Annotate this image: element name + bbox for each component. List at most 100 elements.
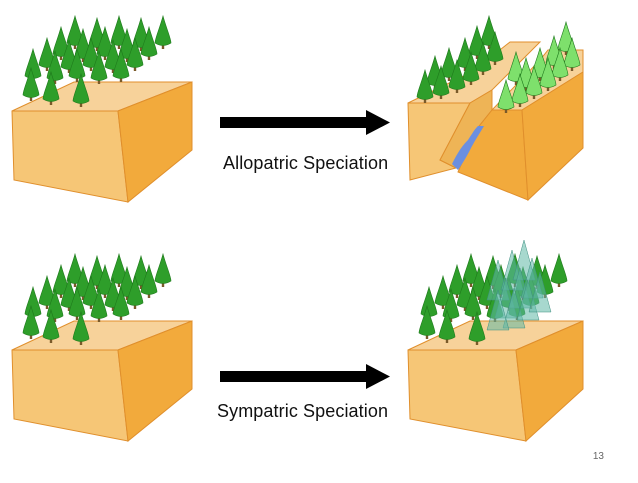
sympatric-caption: Sympatric Speciation [217, 401, 389, 421]
new-population-overlay [486, 239, 552, 331]
arrow-shaft [220, 117, 368, 128]
tree-trunk [117, 282, 121, 287]
tree-trunk [481, 70, 485, 75]
tree-icon [112, 285, 130, 317]
tree-icon [462, 50, 480, 82]
block-front-right [117, 81, 193, 203]
page-number: 13 [592, 451, 604, 462]
allopatric-caption: Allopatric Speciation [223, 153, 389, 173]
tree-icon [154, 14, 172, 46]
tree-trunk [469, 282, 473, 287]
tree-trunk [111, 306, 115, 311]
tree-trunk [423, 98, 427, 103]
forest [22, 14, 172, 107]
tree-trunk [441, 304, 445, 309]
tree-trunk [546, 86, 550, 91]
tree-trunk [514, 80, 518, 85]
tree-icon [432, 64, 450, 96]
tree-icon [126, 274, 144, 306]
tree-icon [110, 252, 128, 284]
arrow-head [366, 364, 390, 389]
tree-icon [140, 263, 158, 295]
tree-trunk [449, 317, 453, 322]
tree-icon [68, 285, 86, 317]
tree-icon [42, 308, 60, 340]
tree-trunk [455, 293, 459, 298]
tree-icon [90, 49, 108, 81]
forest-right [497, 20, 581, 113]
arrow-shaft [220, 371, 368, 382]
tree-trunk [59, 55, 63, 60]
tree-icon [448, 263, 466, 295]
tree-trunk [89, 66, 93, 71]
tree-icon [52, 25, 70, 57]
tree-icon [126, 36, 144, 68]
tree-icon [22, 304, 40, 336]
tree-trunk [439, 94, 443, 99]
tree-trunk [161, 44, 165, 49]
arrow-head [366, 110, 390, 135]
tree-icon [68, 47, 86, 79]
block-front-right [117, 320, 193, 442]
tree-icon [140, 25, 158, 57]
tree-icon [438, 308, 456, 340]
tree-icon [96, 263, 114, 295]
block-side-right [521, 71, 584, 202]
tree-trunk [139, 46, 143, 51]
tree-trunk [125, 295, 129, 300]
tree-trunk [147, 55, 151, 60]
tree-trunk [463, 306, 467, 311]
tree-trunk [97, 79, 101, 84]
tree-icon [464, 285, 482, 317]
allopatric-after-block [407, 14, 584, 202]
block-front-right [515, 320, 584, 443]
tree-trunk [103, 293, 107, 298]
arrow-allopatric [220, 110, 390, 135]
tree-trunk [455, 88, 459, 93]
tree-icon [52, 263, 70, 295]
tree-trunk [29, 96, 33, 101]
tree-trunk [445, 338, 449, 343]
tree-trunk [125, 57, 129, 62]
sympatric-after-block [407, 239, 584, 443]
block-front-left [407, 349, 527, 442]
tree-trunk [79, 340, 83, 345]
tree-trunk [518, 102, 522, 107]
tree-trunk [133, 304, 137, 309]
tree-trunk [49, 100, 53, 105]
tree-icon [72, 310, 90, 342]
tree-trunk [81, 295, 85, 300]
tree-trunk [471, 315, 475, 320]
tree-trunk [475, 340, 479, 345]
tree-icon [110, 14, 128, 46]
tree-trunk [75, 77, 79, 82]
tree-icon [486, 30, 504, 62]
tree-icon [96, 25, 114, 57]
tree-trunk [79, 102, 83, 107]
tree-trunk [49, 338, 53, 343]
tree-trunk [95, 284, 99, 289]
tree-icon [42, 70, 60, 102]
tree-icon [448, 58, 466, 90]
tree-trunk [89, 304, 93, 309]
tree-trunk [564, 50, 568, 55]
forest-left [416, 14, 504, 103]
tree-trunk [45, 304, 49, 309]
tree-icon [82, 36, 100, 68]
allopatric-before-block [11, 14, 193, 203]
tree-trunk [139, 284, 143, 289]
tree-trunk [161, 282, 165, 287]
tree-trunk [111, 68, 115, 73]
forest [22, 252, 172, 345]
tree-trunk [133, 66, 137, 71]
tree-icon [418, 304, 436, 336]
tree-trunk [29, 334, 33, 339]
tree-trunk [469, 80, 473, 85]
tree-trunk [117, 44, 121, 49]
tree-trunk [73, 282, 77, 287]
tree-icon [462, 252, 480, 284]
block-front-left [11, 349, 129, 442]
tree-trunk [524, 86, 528, 91]
